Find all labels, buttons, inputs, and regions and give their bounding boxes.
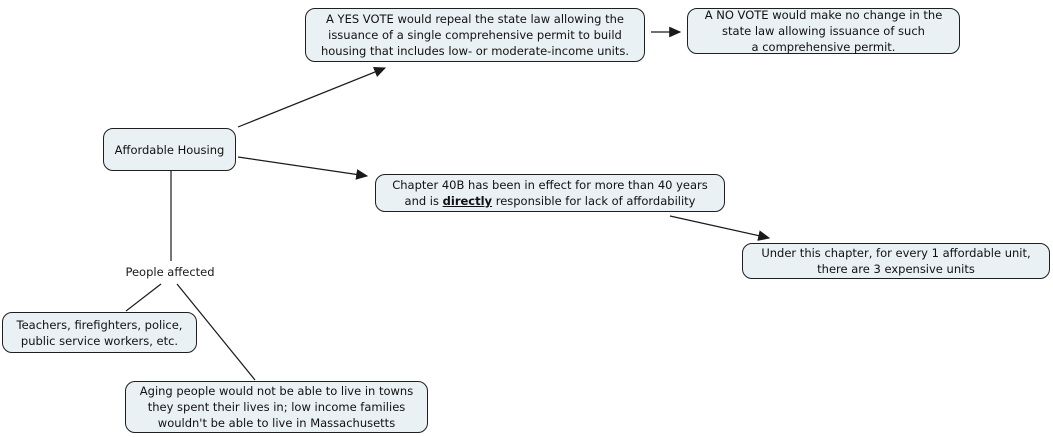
- node-no-vote[interactable]: A NO VOTE would make no change in the st…: [687, 8, 960, 54]
- connector-people-to-teachers: [125, 283, 162, 312]
- node-under-this-chapter[interactable]: Under this chapter, for every 1 affordab…: [742, 243, 1050, 279]
- label-people-affected[interactable]: People affected: [122, 264, 218, 280]
- node-no-vote-label: A NO VOTE would make no change in the st…: [704, 8, 943, 54]
- node-chapter-40b-label: Chapter 40B has been in effect for more …: [392, 178, 708, 208]
- node-affordable-housing-label: Affordable Housing: [114, 142, 225, 157]
- chapter-40b-emphasis: directly: [442, 194, 493, 208]
- node-teachers-firefighters-label: Teachers, firefighters, police, public s…: [16, 317, 183, 348]
- connector-affordable-to-yes: [237, 67, 387, 128]
- node-affordable-housing[interactable]: Affordable Housing: [103, 128, 236, 171]
- node-yes-vote[interactable]: A YES VOTE would repeal the state law al…: [305, 8, 645, 62]
- node-aging-people[interactable]: Aging people would not be able to live i…: [125, 381, 428, 433]
- connector-people-to-aging: [176, 283, 256, 381]
- node-aging-people-label: Aging people would not be able to live i…: [139, 384, 414, 430]
- node-under-this-chapter-label: Under this chapter, for every 1 affordab…: [761, 246, 1031, 276]
- connector-chapter-to-under: [669, 215, 771, 241]
- label-people-affected-text: People affected: [125, 265, 215, 279]
- connector-affordable-to-chapter: [237, 156, 369, 180]
- node-teachers-firefighters[interactable]: Teachers, firefighters, police, public s…: [2, 312, 197, 353]
- node-yes-vote-label: A YES VOTE would repeal the state law al…: [320, 12, 630, 58]
- node-chapter-40b[interactable]: Chapter 40B has been in effect for more …: [375, 174, 725, 212]
